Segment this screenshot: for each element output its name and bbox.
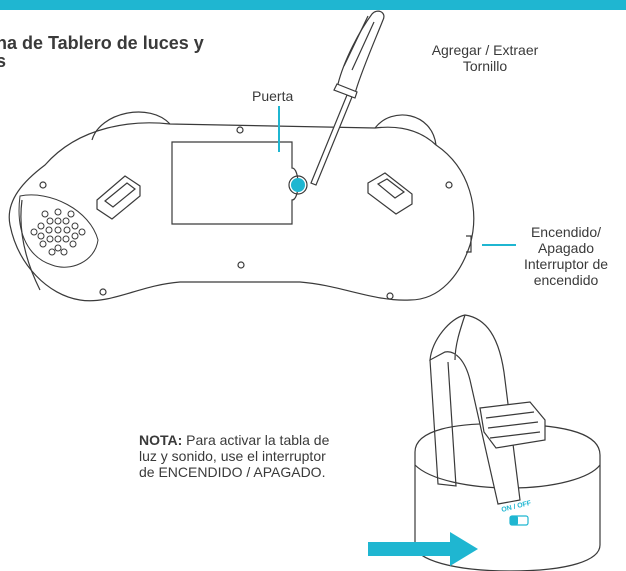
- door-screw-hole: [288, 175, 308, 195]
- on-off-switch: [509, 515, 529, 526]
- grille-hole: [60, 248, 68, 256]
- grille-hole: [78, 228, 86, 236]
- pointer-arrow: [368, 532, 478, 566]
- note-bold: NOTA:: [139, 432, 183, 448]
- grille-hole: [46, 235, 54, 243]
- side-switch: [466, 235, 472, 253]
- screw-label: Agregar / Extraer Tornillo: [410, 42, 560, 74]
- grille-hole: [69, 240, 77, 248]
- grille-hole: [63, 226, 71, 234]
- power-label: Encendido/ Apagado Interruptor de encend…: [510, 224, 622, 288]
- grille-hole: [71, 232, 79, 240]
- screw-hole-left: [39, 181, 47, 189]
- grille-hole: [54, 235, 62, 243]
- screw-hole-right: [445, 181, 453, 189]
- grille-hole: [41, 210, 49, 218]
- controller-cord: [20, 199, 41, 291]
- page-title: na de Tablero de luces y s: [0, 34, 204, 70]
- grille-hole: [45, 226, 53, 234]
- charging-base: [414, 314, 601, 571]
- grille-hole: [67, 210, 75, 218]
- grille-hole: [37, 222, 45, 230]
- controller-right-bump: [374, 114, 437, 146]
- speaker-grille: [18, 194, 99, 268]
- title-line-1: na de Tablero de luces y: [0, 33, 204, 53]
- screw-highlight: [291, 178, 305, 192]
- controller-body: [8, 122, 475, 302]
- power-label-line-1: Encendido/: [530, 224, 602, 240]
- screw-hole-top: [236, 126, 244, 134]
- grille-hole: [30, 228, 38, 236]
- grille-hole: [39, 240, 47, 248]
- header-bar: [0, 0, 626, 10]
- battery-door: [171, 141, 299, 225]
- grille-hole: [48, 248, 56, 256]
- screw-hole-bottom-left: [99, 288, 107, 296]
- grille-hole: [54, 208, 62, 216]
- grille-hole: [54, 217, 62, 225]
- grille-hole: [54, 244, 62, 252]
- door-label: Puerta: [252, 88, 294, 104]
- grille-hole: [62, 217, 70, 225]
- left-slot-button: [96, 175, 141, 220]
- note-text: NOTA: Para activar la tabla de luz y son…: [139, 432, 339, 480]
- title-line-2: s: [0, 51, 7, 71]
- power-label-line-3: Interruptor de: [523, 256, 609, 272]
- controller-left-bump: [91, 111, 171, 141]
- screw-hole-bottom-right: [386, 292, 394, 300]
- grille-hole: [71, 222, 79, 230]
- screw-label-line-2: Tornillo: [462, 58, 508, 74]
- note-body: Para activar la tabla de luz y sonido, u…: [139, 432, 330, 480]
- screw-hole-bottom: [237, 261, 245, 269]
- power-label-line-2: Apagado: [537, 240, 595, 256]
- grille-hole: [54, 226, 62, 234]
- screwdriver: [310, 10, 385, 186]
- power-label-line-4: encendido: [533, 272, 599, 288]
- grille-hole: [46, 217, 54, 225]
- right-slot-button: [367, 172, 413, 215]
- screw-label-line-1: Agregar / Extraer: [431, 42, 539, 58]
- grille-hole: [37, 232, 45, 240]
- grille-hole: [62, 235, 70, 243]
